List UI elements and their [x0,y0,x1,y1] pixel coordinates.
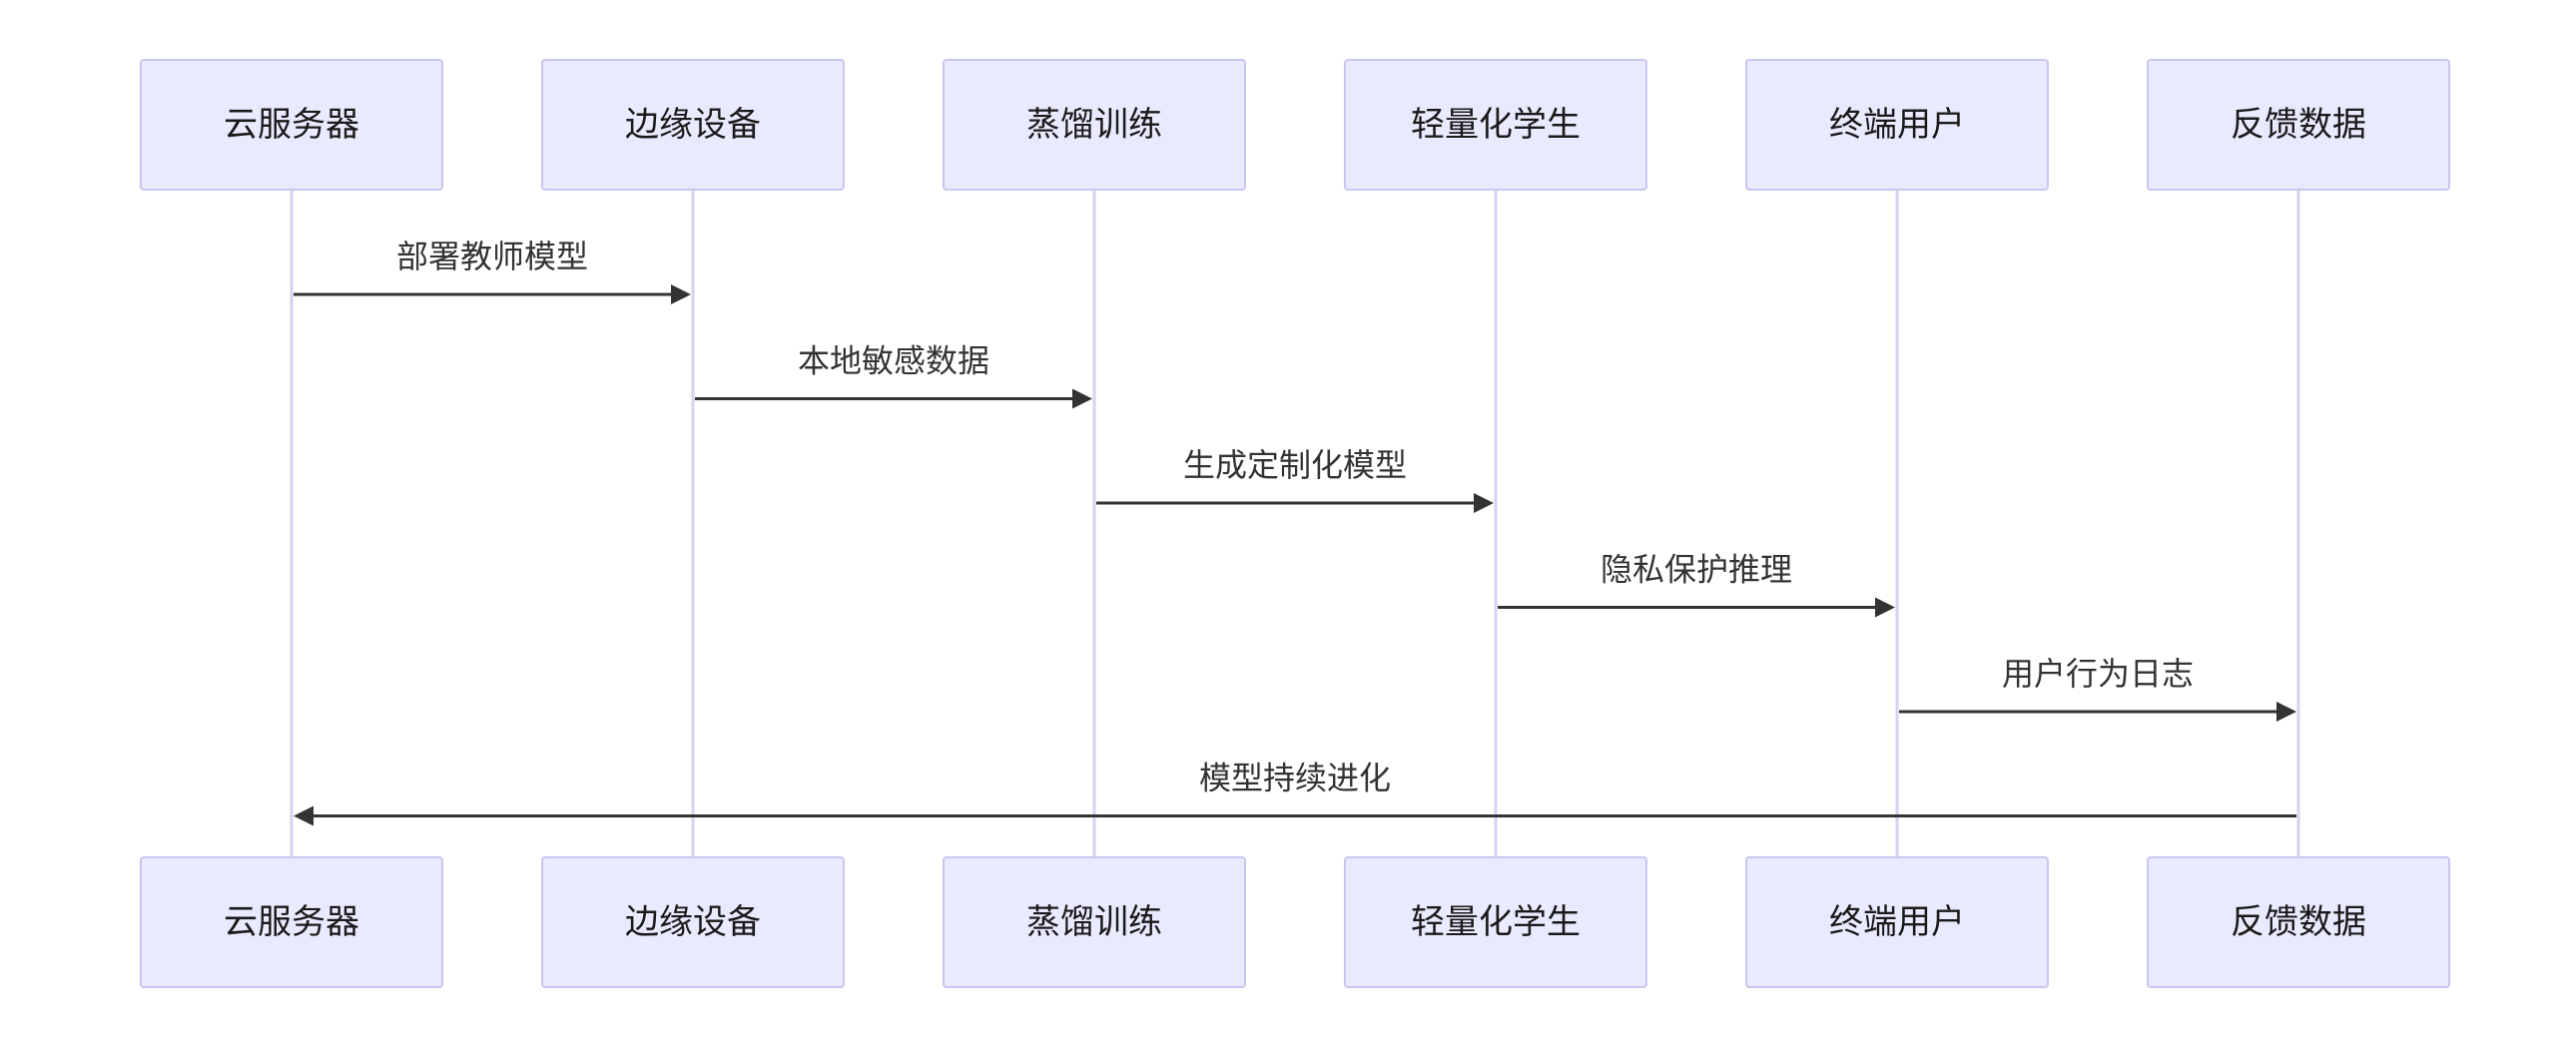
actor-feedback-top: 反馈数据 [2147,59,2450,191]
lifelines [290,190,2300,857]
arrowhead [294,805,314,826]
actor-label: 蒸馏训练 [1026,902,1162,942]
message-1: 部署教师模型 [294,238,691,304]
actor-box [1344,856,1647,988]
actors-bottom-row: 云服务器 边缘设备 蒸馏训练 轻量化学生 终端用户 反馈数据 [140,856,2450,988]
actor-box [140,59,443,191]
actor-distill-bottom: 蒸馏训练 [943,856,1246,988]
actor-cloud-bottom: 云服务器 [140,856,443,988]
actor-label: 终端用户 [1829,902,1965,942]
actor-box [1344,59,1647,191]
message-label: 用户行为日志 [2002,655,2194,693]
actor-label: 边缘设备 [625,105,761,145]
actors-top-row: 云服务器 边缘设备 蒸馏训练 轻量化学生 终端用户 反馈数据 [140,59,2450,191]
message-label: 部署教师模型 [396,238,588,275]
message-6: 模型持续进化 [294,760,2296,826]
message-4: 隐私保护推理 [1498,551,1895,618]
actor-label: 反馈数据 [2231,902,2366,942]
actor-label: 轻量化学生 [1411,902,1581,942]
actor-label: 蒸馏训练 [1026,105,1162,145]
actor-label: 轻量化学生 [1411,105,1581,145]
arrowhead [671,284,691,304]
actor-user-top: 终端用户 [1745,59,2049,191]
actor-label: 反馈数据 [2231,105,2366,145]
actor-label: 边缘设备 [625,902,761,942]
arrowhead [1875,597,1895,618]
message-label: 本地敏感数据 [798,342,989,380]
actor-student-bottom: 轻量化学生 [1344,856,1647,988]
actor-box [943,59,1246,191]
actor-edge-bottom: 边缘设备 [541,856,845,988]
actor-box [1745,59,2049,191]
actor-box [943,856,1246,988]
message-label: 隐私保护推理 [1601,551,1792,589]
actor-box [541,856,845,988]
actor-cloud-top: 云服务器 [140,59,443,191]
actor-box [2147,856,2450,988]
actor-label: 终端用户 [1829,105,1965,145]
message-label: 模型持续进化 [1199,760,1391,797]
message-label: 生成定制化模型 [1183,446,1407,484]
arrowhead [1072,388,1092,409]
actor-box [1745,856,2049,988]
actor-distill-top: 蒸馏训练 [943,59,1246,191]
message-2: 本地敏感数据 [695,342,1092,409]
actor-box [2147,59,2450,191]
actor-feedback-bottom: 反馈数据 [2147,856,2450,988]
actor-student-top: 轻量化学生 [1344,59,1647,191]
actor-edge-top: 边缘设备 [541,59,845,191]
actor-label: 云服务器 [224,105,359,145]
arrowhead [1474,493,1494,513]
message-5: 用户行为日志 [1899,655,2296,722]
actor-user-bottom: 终端用户 [1745,856,2049,988]
message-3: 生成定制化模型 [1096,446,1494,513]
actor-box [140,856,443,988]
arrowhead [2276,702,2296,722]
actor-box [541,59,845,191]
actor-label: 云服务器 [224,902,359,942]
